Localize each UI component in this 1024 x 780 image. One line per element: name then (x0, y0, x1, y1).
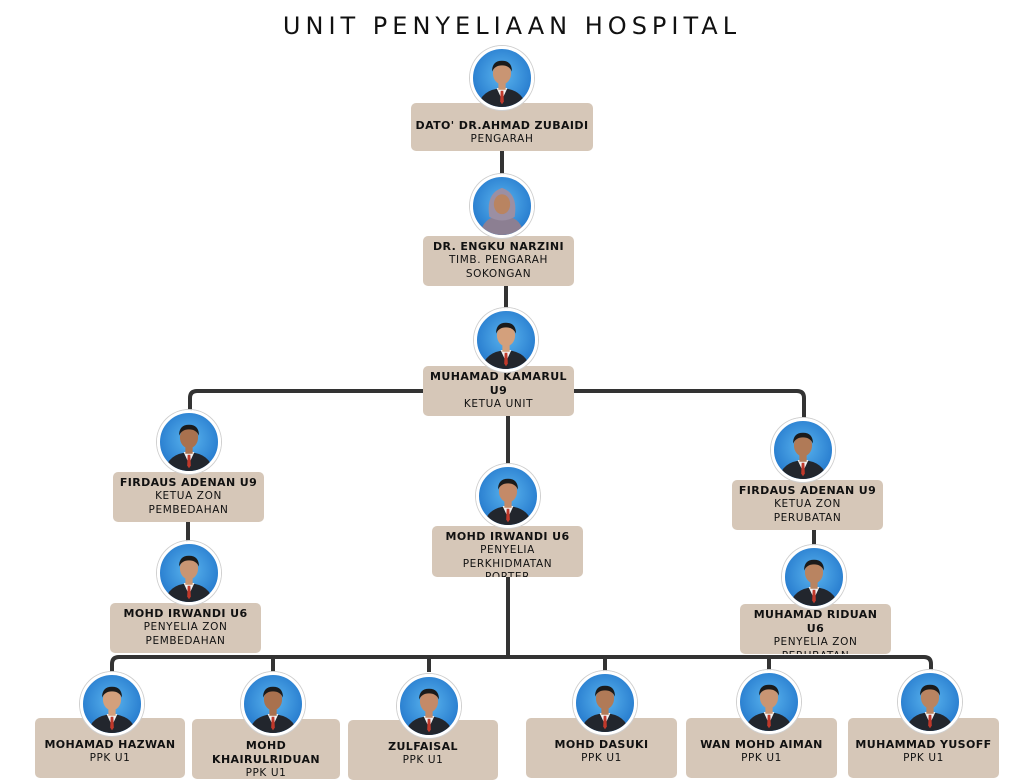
person-name: MOHD IRWANDI U6 (123, 607, 248, 620)
person-photo-n7 (157, 541, 221, 605)
person-name: FIRDAUS ADENAN U9 (738, 484, 877, 497)
chart-title: UNIT PENYELIAAN HOSPITAL (282, 12, 742, 40)
person-photo-s4 (573, 671, 637, 735)
person-photo-s3 (397, 674, 461, 738)
person-name: FIRDAUS ADENAN U9 (119, 476, 258, 489)
person-role-line: PEMBEDAHAN (145, 634, 226, 647)
connector-staff-bar (110, 655, 933, 672)
person-role-line: PPK U1 (402, 754, 444, 766)
person-role-line: PENYELIA ZON (773, 636, 858, 648)
person-role-line: PORTER (484, 571, 531, 577)
person-name: MUHAMMAD YUSOFF (855, 738, 992, 751)
person-role-line: PPK U1 (903, 752, 944, 764)
male-person-icon (484, 478, 532, 525)
person-photo-s1 (80, 672, 144, 736)
male-person-icon (906, 684, 954, 731)
person-role-line: PPK U1 (89, 752, 131, 764)
male-person-icon (779, 432, 827, 479)
person-role-line: PPK U1 (581, 752, 622, 764)
person-name: MUHAMAD KAMARUL U9 (430, 370, 567, 397)
person-role-line: TIMB. PENGARAH (449, 254, 548, 266)
person-role-line: KETUA UNIT (463, 398, 534, 410)
male-person-icon (405, 688, 453, 735)
person-photo-s2 (241, 672, 305, 736)
person-name: DR. ENGKU NARZINI (432, 240, 564, 253)
person-name: MOHAMAD HAZWAN (44, 738, 176, 751)
person-role-line: PENGARAH (470, 133, 534, 145)
person-role-line: PPK U1 (741, 752, 782, 764)
person-role-line: PEMBEDAHAN (148, 503, 229, 516)
person-name: MUHAMAD RIDUAN U6 (753, 608, 878, 635)
person-role-line: PERUBATAN (740, 650, 891, 655)
male-person-icon (581, 685, 629, 732)
male-person-icon (745, 684, 793, 731)
person-role-line: KETUA ZON (155, 490, 222, 502)
male-person-icon (165, 424, 213, 471)
person-role-line: PENYELIA PERKHIDMATAN (462, 544, 553, 570)
person-photo-n3 (474, 308, 538, 372)
person-name: MOHD IRWANDI U6 (445, 530, 570, 543)
person-photo-s6 (898, 670, 962, 734)
person-photo-n8 (782, 545, 846, 609)
male-person-icon (249, 686, 297, 733)
person-photo-n6 (771, 418, 835, 482)
person-name: MOHD DASUKI (554, 738, 649, 751)
male-person-icon (790, 559, 838, 606)
person-photo-s5 (737, 670, 801, 734)
person-name: ZULFAISAL (388, 740, 458, 753)
person-role-line: PERUBATAN (773, 511, 842, 524)
person-role-line: SOKONGAN (465, 267, 532, 280)
female-person-icon (480, 187, 524, 235)
person-role-line: PPK U1 (245, 767, 287, 779)
person-role-line: KETUA ZON (774, 498, 841, 510)
male-person-icon (88, 686, 136, 733)
male-person-icon (478, 60, 526, 107)
person-role-line: PENYELIA ZON (143, 621, 228, 633)
person-name: MOHD KHAIRULRIDUAN (212, 739, 320, 766)
person-photo-n4 (157, 410, 221, 474)
person-photo-n5 (476, 464, 540, 528)
person-name: WAN MOHD AIMAN (700, 738, 823, 751)
person-name: DATO' DR.AHMAD ZUBAIDI (415, 119, 589, 132)
male-person-icon (482, 322, 530, 369)
male-person-icon (165, 555, 213, 602)
person-photo-n1 (470, 46, 534, 110)
person-photo-n2 (470, 174, 534, 238)
